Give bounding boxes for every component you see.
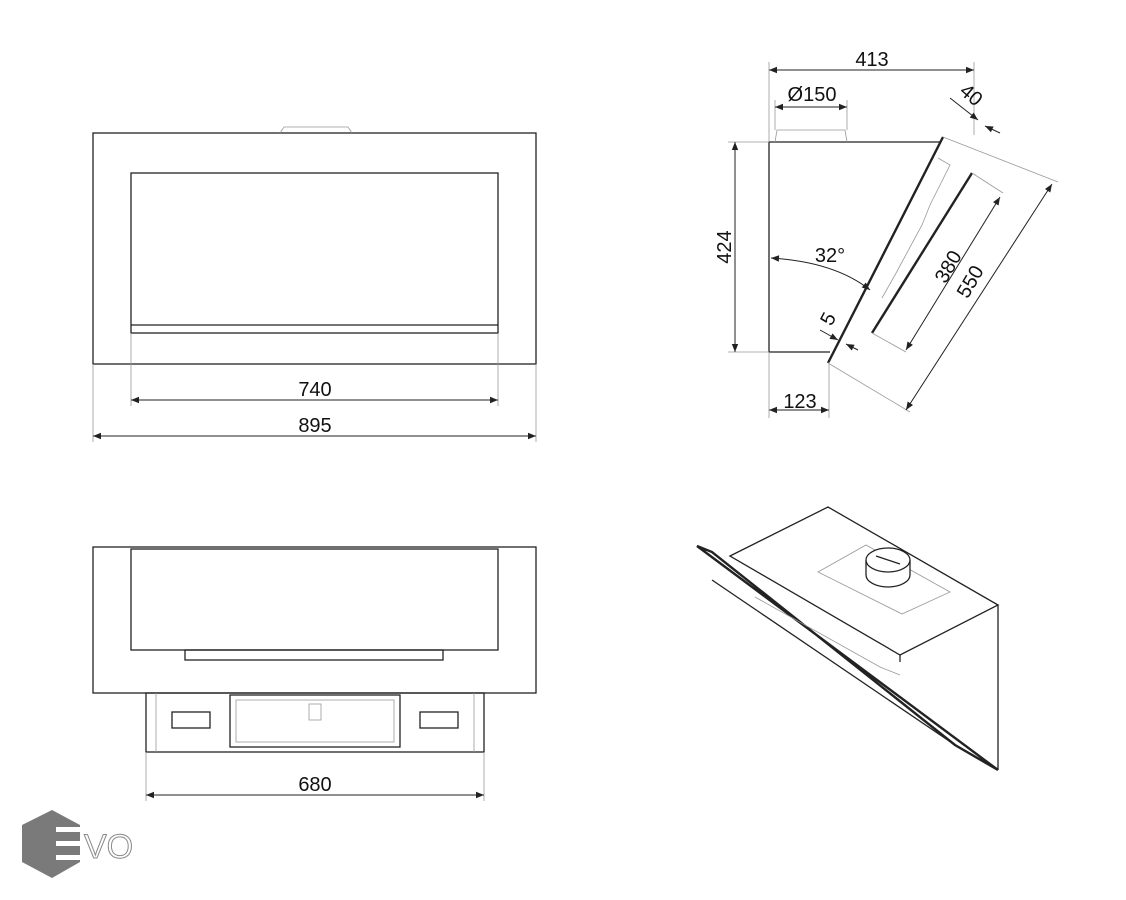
isometric-view xyxy=(696,506,1000,772)
front-view: 740 895 xyxy=(92,126,537,442)
side-view: 413 Ø150 40 424 32° 5 123 380 550 xyxy=(714,49,1059,418)
dim-740-label: 740 xyxy=(298,379,331,401)
dim-123-label: 123 xyxy=(783,391,816,413)
dim-424-label: 424 xyxy=(714,230,736,263)
dim-5-label: 5 xyxy=(816,309,841,329)
angle-32-label: 32° xyxy=(815,245,845,267)
dim-150-label: Ø150 xyxy=(788,84,837,106)
bottom-view: 680 xyxy=(92,546,537,801)
evo-logo: VO xyxy=(22,810,134,878)
dim-680-label: 680 xyxy=(298,774,331,796)
dim-895-label: 895 xyxy=(298,415,331,437)
dim-413-label: 413 xyxy=(855,49,888,71)
svg-text:VO: VO xyxy=(84,828,133,866)
